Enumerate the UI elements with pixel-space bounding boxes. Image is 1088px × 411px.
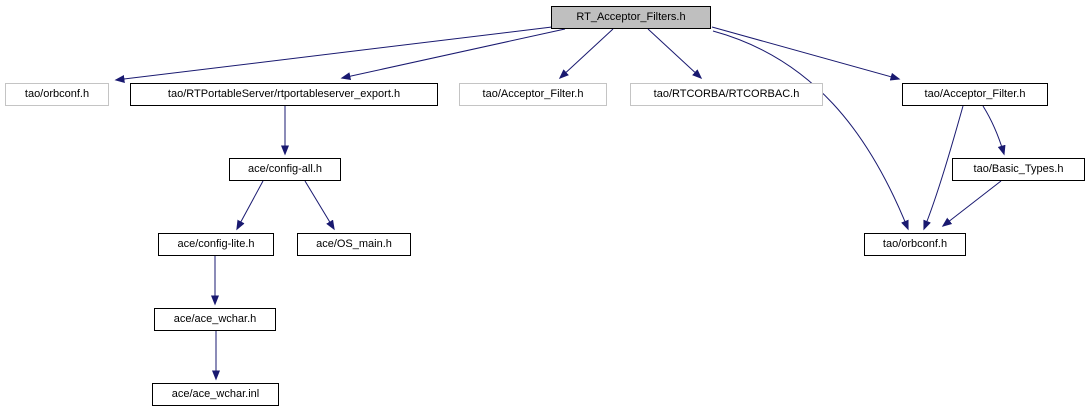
node-rtportableserver-export[interactable]: tao/RTPortableServer/rtportableserver_ex… [130, 83, 438, 106]
node-os-main[interactable]: ace/OS_main.h [297, 233, 411, 256]
edge-root-to-acceptor-filter-right [711, 26, 901, 81]
node-orbconf-top: tao/orbconf.h [5, 83, 109, 106]
edge-root-to-rtportableserver-export [340, 28, 566, 81]
edge-root-to-rtcorbac [647, 28, 703, 80]
node-basic-types[interactable]: tao/Basic_Types.h [952, 158, 1085, 181]
node-ace-wchar-inl[interactable]: ace/ace_wchar.inl [152, 383, 279, 406]
edge-root-to-orbconf-top [114, 26, 553, 83]
node-config-lite[interactable]: ace/config-lite.h [158, 233, 274, 256]
node-config-all[interactable]: ace/config-all.h [229, 158, 341, 181]
edge-config-all-to-config-lite [236, 180, 264, 231]
edge-root-to-acceptor-filter-mid [558, 28, 614, 80]
edge-config-all-to-os-main [304, 180, 335, 231]
edge-basic-types-to-orbconf-bottom [941, 180, 1002, 227]
node-rt-acceptor-filters: RT_Acceptor_Filters.h [551, 6, 711, 29]
edge-root-to-orbconf-bottom [712, 30, 909, 231]
node-acceptor-filter-right[interactable]: tao/Acceptor_Filter.h [902, 83, 1048, 106]
node-orbconf-bottom[interactable]: tao/orbconf.h [864, 233, 966, 256]
edge-acceptor-filter-right-to-orbconf-bottom [923, 105, 964, 231]
node-acceptor-filter-mid: tao/Acceptor_Filter.h [459, 83, 607, 106]
node-ace-wchar-h[interactable]: ace/ace_wchar.h [154, 308, 276, 331]
node-rtcorbac: tao/RTCORBA/RTCORBAC.h [630, 83, 823, 106]
edge-acceptor-filter-right-to-basic-types [982, 105, 1006, 156]
